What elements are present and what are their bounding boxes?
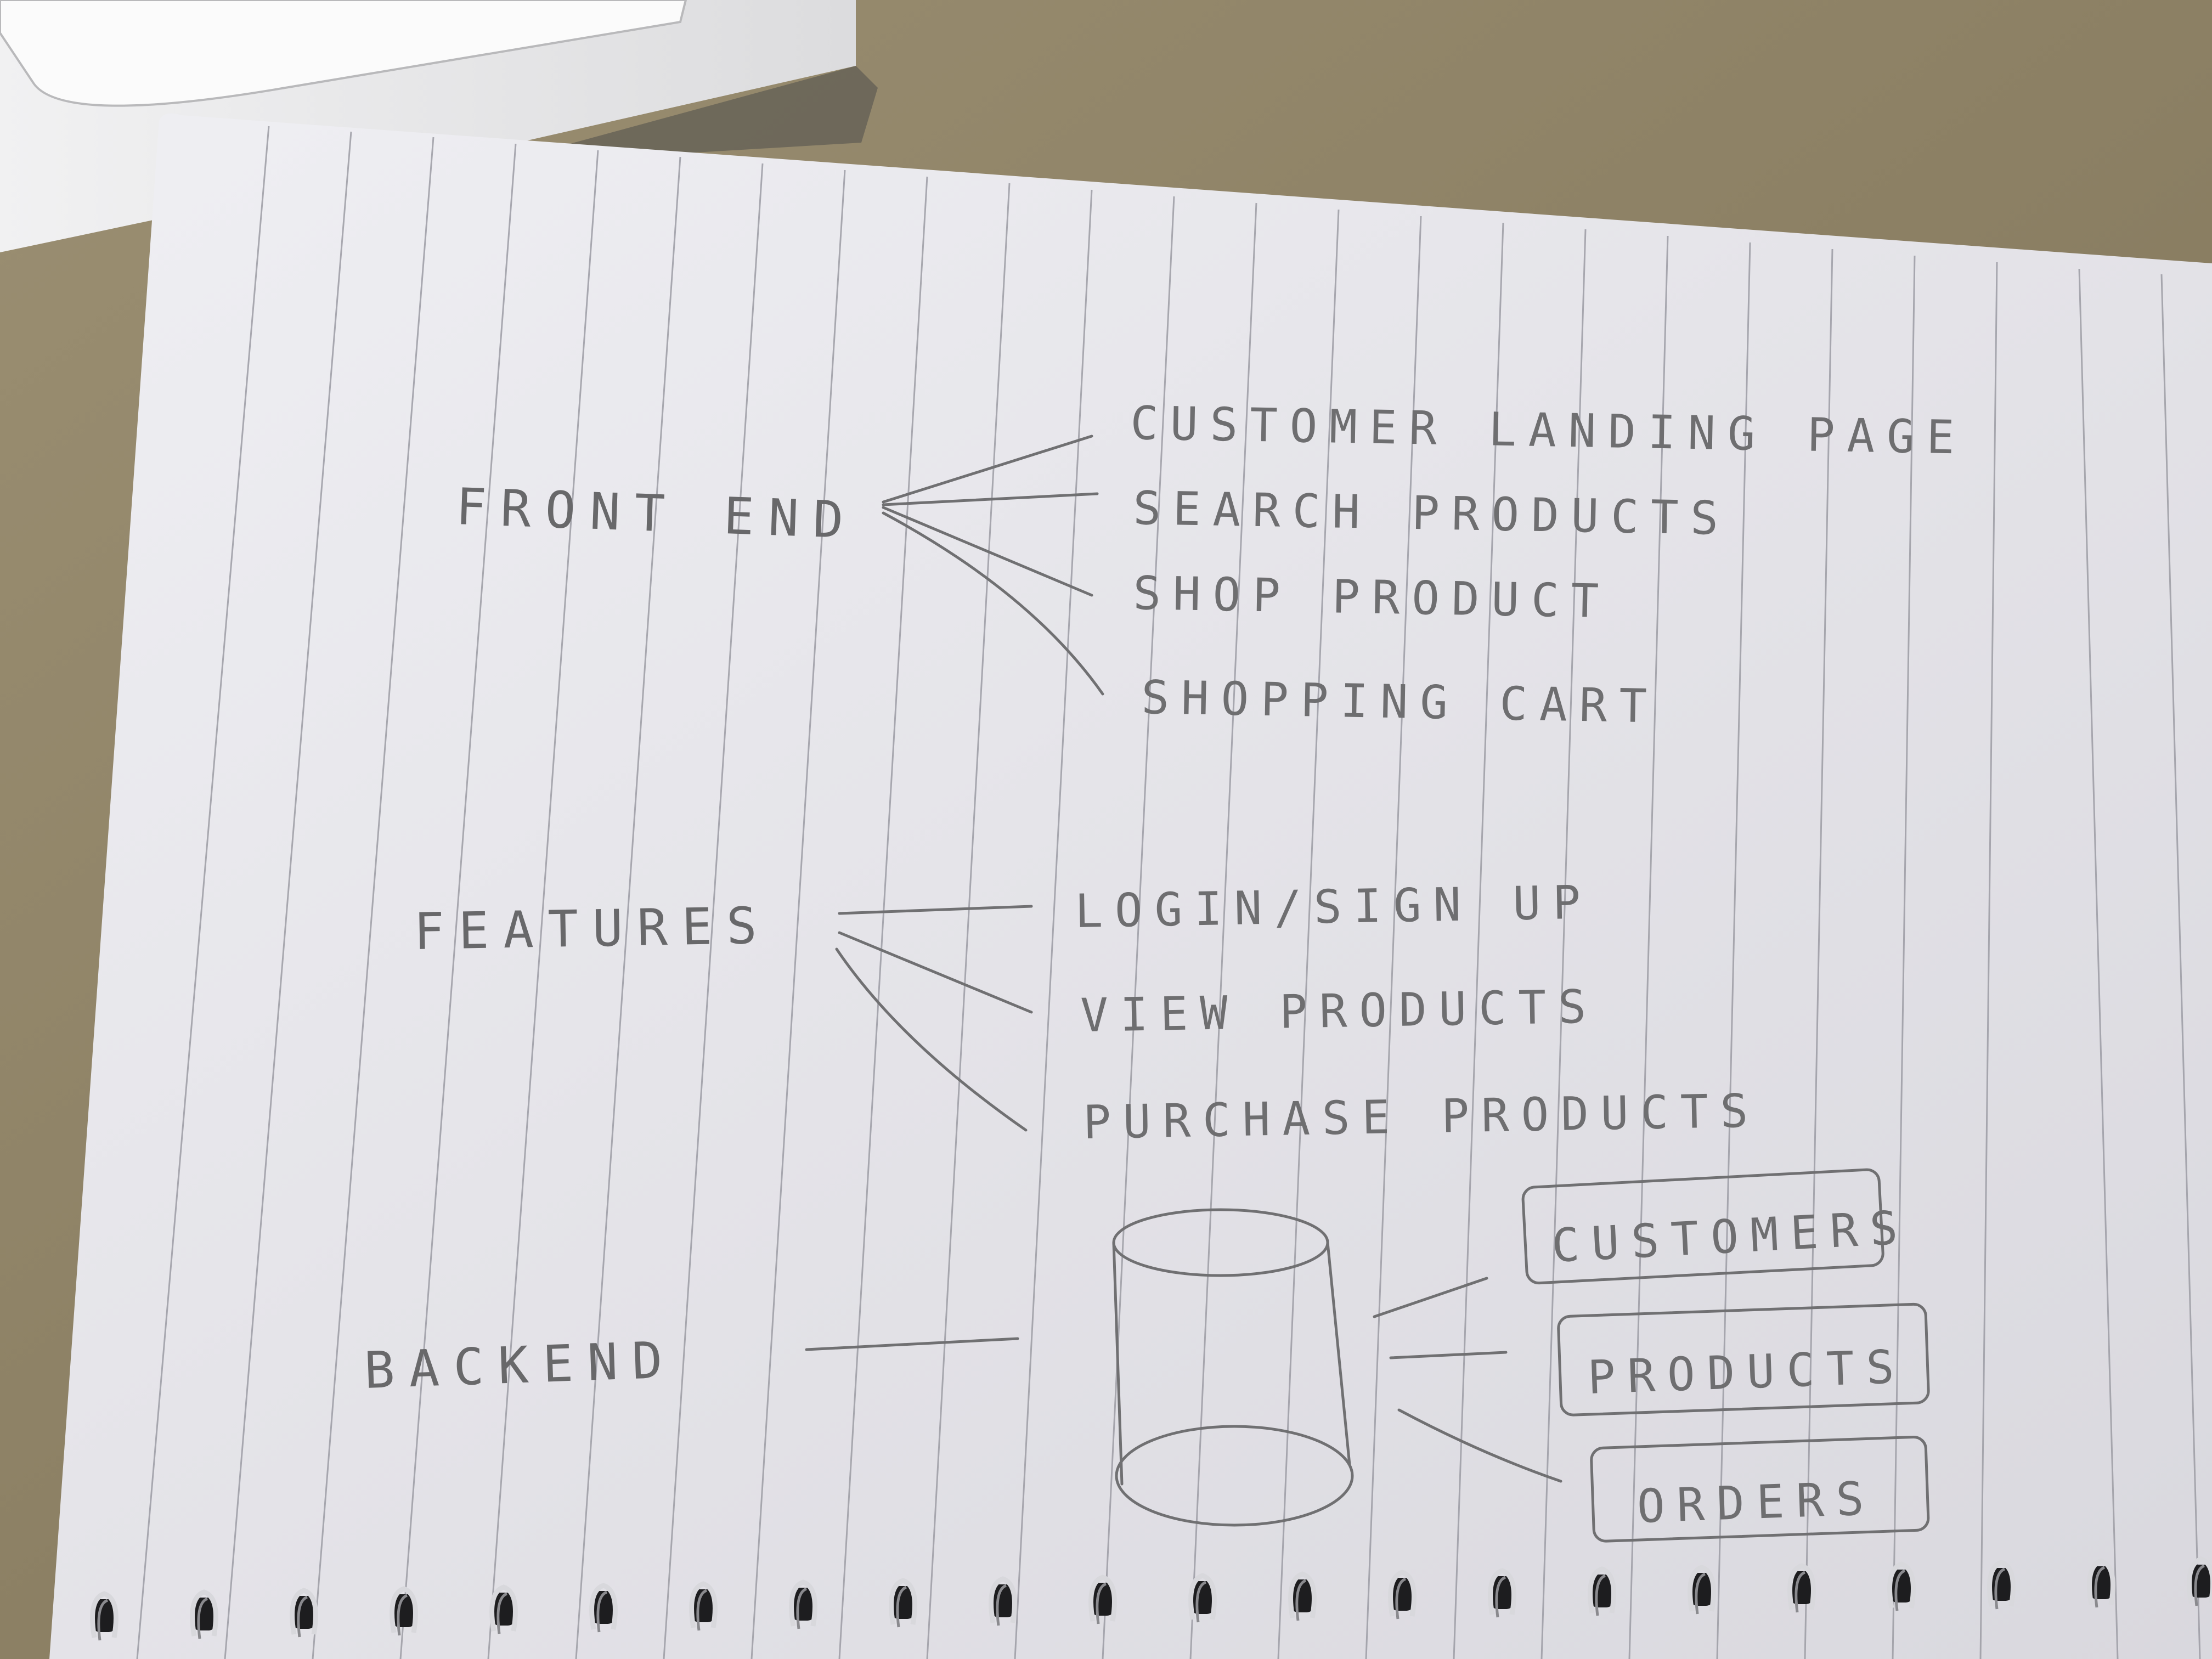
binding-coil bbox=[1688, 1565, 1716, 1615]
binding-coil bbox=[489, 1584, 518, 1634]
binding-coil bbox=[290, 1588, 318, 1638]
binding-coil bbox=[889, 1578, 917, 1628]
binding-coil bbox=[989, 1576, 1017, 1626]
backend-connector bbox=[805, 1337, 1019, 1351]
orders-label: ORDERS bbox=[1636, 1471, 1877, 1533]
binding-coil bbox=[1188, 1573, 1217, 1623]
front-end-item-3: SHOP PRODUCT bbox=[1133, 566, 1611, 628]
binding-coil bbox=[1088, 1575, 1117, 1624]
binding-coil bbox=[789, 1579, 817, 1629]
binding-coil bbox=[1488, 1568, 1516, 1618]
binding-coil bbox=[2187, 1556, 2212, 1606]
binding-coil bbox=[1288, 1571, 1317, 1621]
features-item-1: LOGIN/SIGN UP bbox=[1075, 876, 1593, 938]
binding-coil bbox=[190, 1589, 218, 1639]
binding-coil bbox=[689, 1581, 718, 1631]
front-end-item-4: SHOPPING CART bbox=[1141, 670, 1660, 733]
front-end-item-2: SEARCH PRODUCTS bbox=[1133, 481, 1731, 545]
binding-coil bbox=[1588, 1566, 1616, 1616]
binding-coil bbox=[2087, 1558, 2115, 1608]
binding-coil bbox=[90, 1591, 119, 1641]
binding-coil bbox=[390, 1586, 418, 1636]
binding-coil bbox=[1787, 1563, 1816, 1613]
ruled-lines bbox=[136, 126, 2201, 1659]
front-end-label: FRONT END bbox=[455, 477, 859, 550]
features-connectors bbox=[835, 905, 1033, 1132]
database-icon bbox=[1112, 1208, 1354, 1527]
binding-coil bbox=[1887, 1561, 1916, 1611]
binding-coil bbox=[1388, 1570, 1417, 1620]
orders-box: ORDERS bbox=[1590, 1435, 1930, 1543]
binding-coil bbox=[1987, 1560, 2016, 1610]
products-box: PRODUCTS bbox=[1557, 1302, 1930, 1417]
features-section: FEATURES LOGIN/SIGN UP VIEW PRODUCTS PUR… bbox=[414, 876, 1760, 1149]
front-end-section: FRONT END CUSTOMER LANDING PAGE SEARCH P… bbox=[455, 396, 1967, 733]
binding-coil bbox=[589, 1583, 618, 1633]
notebook-page bbox=[49, 113, 2212, 1659]
features-label: FEATURES bbox=[414, 896, 772, 961]
features-item-3: PURCHASE PRODUCTS bbox=[1083, 1084, 1760, 1149]
front-end-connectors bbox=[882, 435, 1104, 696]
features-item-2: VIEW PRODUCTS bbox=[1080, 980, 1599, 1042]
database-connectors bbox=[1373, 1277, 1562, 1483]
products-label: PRODUCTS bbox=[1587, 1340, 1907, 1404]
backend-label: BACKEND bbox=[363, 1330, 678, 1400]
spiral-binding bbox=[90, 1556, 2212, 1641]
